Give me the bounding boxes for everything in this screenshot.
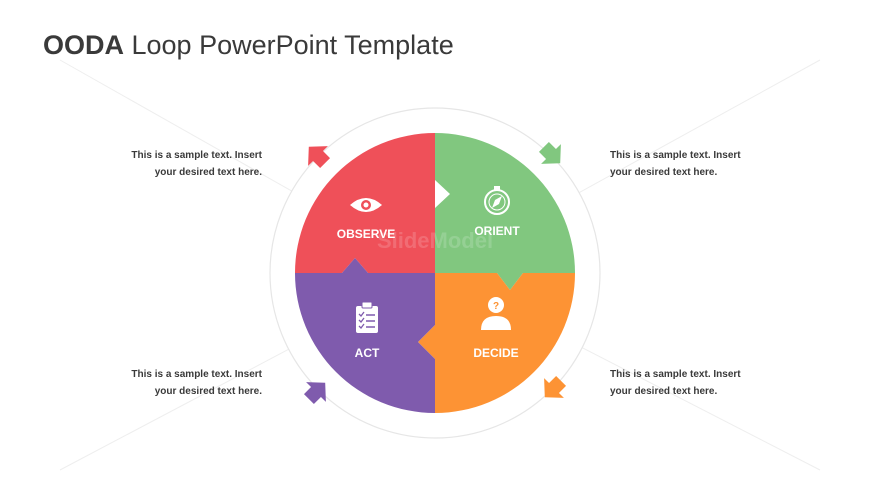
compass-icon	[484, 186, 510, 215]
watermark-text: SlideModel	[377, 228, 493, 253]
act-label: ACT	[355, 346, 380, 360]
eye-icon	[350, 198, 382, 212]
text-block-top-right: This is a sample text. Insert your desir…	[610, 147, 840, 181]
svg-text:?: ?	[493, 301, 499, 312]
text-block-top-left: This is a sample text. Insert your desir…	[32, 147, 262, 181]
clipboard-checklist-icon	[356, 301, 378, 333]
text-line: your desired text here.	[154, 167, 262, 178]
segment-act[interactable]	[295, 258, 435, 413]
text-line: your desired text here.	[154, 386, 262, 397]
title-rest: Loop PowerPoint Template	[124, 30, 454, 60]
arrow-bottom-left	[303, 382, 326, 405]
text-line: your desired text here.	[610, 167, 718, 178]
text-block-bottom-right: This is a sample text. Insert your desir…	[610, 366, 840, 400]
decide-label: DECIDE	[473, 346, 518, 360]
observe-label: OBSERVE	[337, 227, 395, 241]
page-title: OODA Loop PowerPoint Template	[43, 30, 454, 61]
segment-decide[interactable]	[418, 273, 575, 413]
text-block-bottom-left: This is a sample text. Insert your desir…	[32, 366, 262, 400]
text-line: This is a sample text. Insert	[131, 369, 262, 380]
arrow-bottom-right	[544, 375, 567, 398]
text-line: This is a sample text. Insert	[131, 150, 262, 161]
person-question-icon: ?	[481, 297, 511, 330]
text-line: This is a sample text. Insert	[610, 150, 741, 161]
text-line: This is a sample text. Insert	[610, 369, 741, 380]
arrow-top-left	[308, 146, 331, 169]
arrow-top-right	[538, 141, 561, 164]
orient-label: ORIENT	[474, 224, 520, 238]
title-bold: OODA	[43, 30, 124, 60]
text-line: your desired text here.	[610, 386, 718, 397]
